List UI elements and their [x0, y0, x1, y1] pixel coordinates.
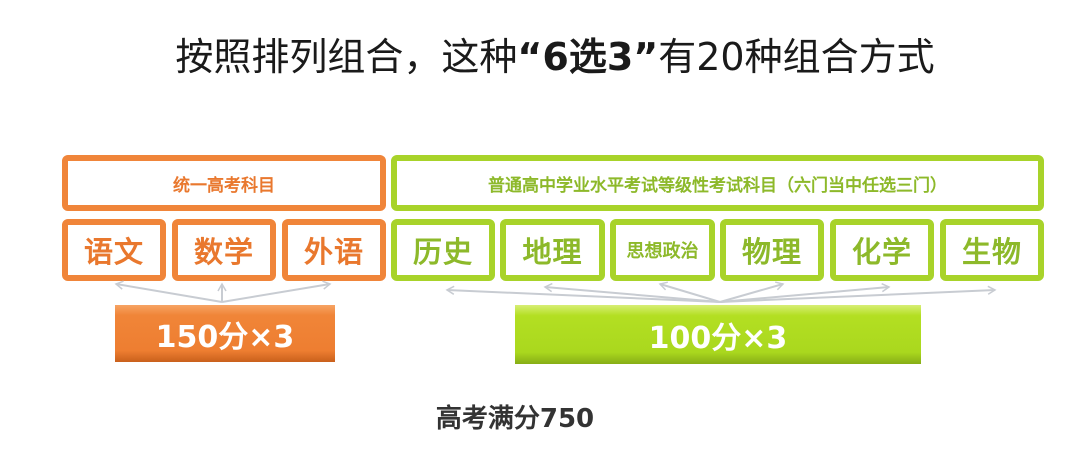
title-highlight: “6选3”: [517, 35, 659, 79]
subject-geography: 地理: [500, 219, 605, 281]
subject-chinese: 语文: [62, 219, 166, 281]
page-title: 按照排列组合，这种“6选3”有20种组合方式: [0, 26, 1080, 81]
subject-history: 历史: [391, 219, 495, 281]
academic-level-exam-header: 普通高中学业水平考试等级性考试科目（六门当中任选三门）: [391, 155, 1044, 211]
unified-exam-header: 统一高考科目: [62, 155, 386, 211]
subject-biology: 生物: [940, 219, 1044, 281]
subject-chemistry: 化学: [830, 219, 934, 281]
title-prefix: 按照排列组合，这种: [175, 35, 518, 79]
subject-foreign-language: 外语: [282, 219, 386, 281]
subject-politics: 思想政治: [610, 219, 715, 281]
unified-exam-score: 150分×3: [115, 305, 335, 362]
title-suffix: 有20种组合方式: [658, 35, 935, 79]
academic-level-exam-score: 100分×3: [515, 305, 921, 364]
subject-physics: 物理: [720, 219, 824, 281]
subject-math: 数学: [172, 219, 276, 281]
total-score: 高考满分750: [435, 404, 595, 434]
